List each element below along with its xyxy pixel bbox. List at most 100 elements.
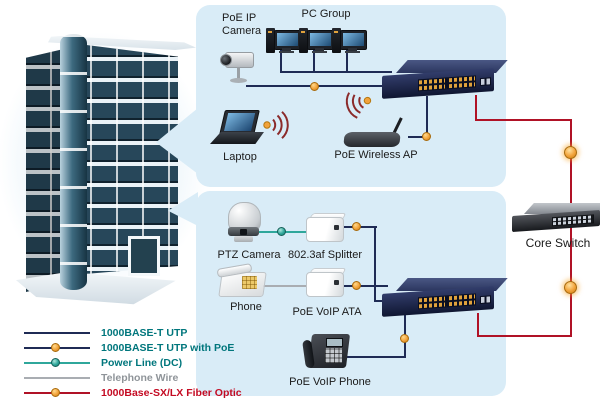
utp-bus-pc-group: [280, 71, 392, 73]
fiber-line-top-h: [475, 119, 572, 121]
phone-icon: [216, 263, 267, 297]
pc-stand-base: [279, 51, 294, 53]
switch-sfp-ports: [480, 77, 491, 87]
voip-ata-label: PoE VoIP ATA: [292, 306, 362, 318]
ptz-camera-label: PTZ Camera: [217, 249, 281, 261]
pc-screen: [310, 33, 331, 46]
core-switch-icon: [512, 200, 600, 234]
pc-monitor: [307, 30, 334, 50]
splitter-port: [334, 225, 339, 230]
poe-ip-camera-icon: [220, 44, 258, 86]
poe-dot-icon: [51, 342, 60, 352]
laptop-label: Laptop: [223, 151, 257, 163]
pc-stand: [282, 48, 291, 51]
pc-tower: [332, 28, 341, 53]
pc-stand: [315, 48, 324, 51]
poe-line-splitter-v: [374, 226, 376, 302]
splitter-icon: [306, 213, 347, 242]
wireless-ap-label: PoE Wireless AP: [334, 149, 418, 161]
ap-body: [343, 132, 401, 147]
legend-label: 1000BASE-T UTP with PoE: [101, 341, 235, 354]
fiber-node-top: [564, 146, 577, 159]
legend-label: 1000BASE-T UTP: [101, 326, 188, 339]
poe-switch-top-icon: [382, 58, 508, 99]
wireless-signal-icon: [345, 92, 372, 119]
legend-label: 1000Base-SX/LX Fiber Optic: [101, 386, 242, 399]
laptop-keyboard: [210, 132, 264, 144]
pc-monitor: [274, 30, 301, 50]
building-glass-tower: [60, 34, 87, 290]
legend-item-telephone: Telephone Wire: [24, 370, 294, 385]
switch-ports: [418, 75, 476, 92]
desktop-pc-icon: [299, 26, 334, 55]
voip-phone-label: PoE VoIP Phone: [289, 376, 371, 388]
voip-phone-icon: [302, 330, 352, 374]
laptop-icon: [210, 110, 266, 148]
poe-line-ip-camera: [246, 85, 392, 87]
utp-line-pc1: [280, 50, 282, 73]
ptz-lens-icon: [240, 229, 247, 235]
legend-item-powerline: Power Line (DC): [24, 355, 294, 370]
laptop-screen: [219, 110, 260, 135]
fiber-line-top-v: [475, 95, 477, 121]
legend-label: Power Line (DC): [101, 356, 183, 369]
legend-line-fiber: [24, 387, 90, 397]
poe-line-voip-phone-h: [344, 356, 406, 358]
pc-stand-base: [312, 51, 327, 53]
pc-monitor: [340, 30, 367, 50]
phone-label: Phone: [230, 301, 262, 313]
poe-dot-ata: [352, 281, 361, 290]
switch-ports: [418, 293, 476, 310]
pc-screen: [277, 33, 298, 46]
pc-tower: [266, 28, 275, 53]
phone-keypad: [242, 276, 257, 289]
building-illustration: [0, 12, 208, 314]
legend-item-fiber: 1000Base-SX/LX Fiber Optic: [24, 385, 294, 400]
poe-dot-voip-phone: [400, 334, 409, 343]
wireless-ap-icon: [343, 117, 404, 148]
poe-line-splitter-in: [374, 300, 388, 302]
ata-port: [334, 280, 339, 285]
dc-dot-ptz: [277, 227, 286, 236]
pc-group-label: PC Group: [301, 8, 351, 20]
fiber-line-bottom-v: [477, 313, 479, 337]
legend-line-powerline: [24, 357, 90, 367]
voip-phone-keypad: [325, 348, 342, 363]
poe-line-ap-horizontal: [408, 136, 428, 138]
ptz-base: [234, 236, 253, 242]
pc-screen: [343, 33, 364, 46]
telephone-wire-phone-ata: [262, 285, 310, 287]
fiber-line-bottom-h: [477, 335, 572, 337]
legend-line-utp-poe: [24, 342, 90, 352]
poe-dot-icon: [51, 387, 60, 397]
legend-item-utp: 1000BASE-T UTP: [24, 325, 294, 340]
switch-sfp-ports: [480, 295, 491, 305]
pc-stand: [348, 48, 357, 51]
poe-dot-camera: [310, 82, 319, 91]
utp-line-pc3: [346, 50, 348, 73]
poe-dot-splitter: [352, 222, 361, 231]
voip-ata-icon: [306, 268, 347, 297]
camera-base: [230, 78, 247, 83]
camera-stand: [237, 67, 240, 79]
pc-stand-base: [345, 51, 360, 53]
legend-item-utp-poe: 1000BASE-T UTP with PoE: [24, 340, 294, 355]
camera-lens-icon: [220, 54, 232, 66]
desktop-pc-icon: [332, 26, 367, 55]
utp-line-pc2: [313, 50, 315, 73]
legend-line-telephone: [24, 376, 90, 379]
poe-line-ata: [340, 285, 388, 287]
legend-label: Telephone Wire: [101, 371, 179, 384]
ptz-camera-icon: [226, 202, 262, 244]
wireless-signal-icon: [263, 111, 289, 139]
fiber-line-main-v: [570, 119, 572, 337]
voip-phone-screen: [326, 338, 343, 347]
building-entrance: [128, 236, 160, 276]
desktop-pc-icon: [266, 26, 301, 55]
dc-dot-icon: [51, 357, 60, 367]
poe-ip-camera-label: PoE IP Camera: [222, 12, 262, 37]
splitter-label: 802.3af Splitter: [288, 249, 362, 261]
legend-line-utp: [24, 331, 90, 334]
fiber-node-bottom: [564, 281, 577, 294]
poe-switch-bottom-icon: [382, 276, 508, 317]
